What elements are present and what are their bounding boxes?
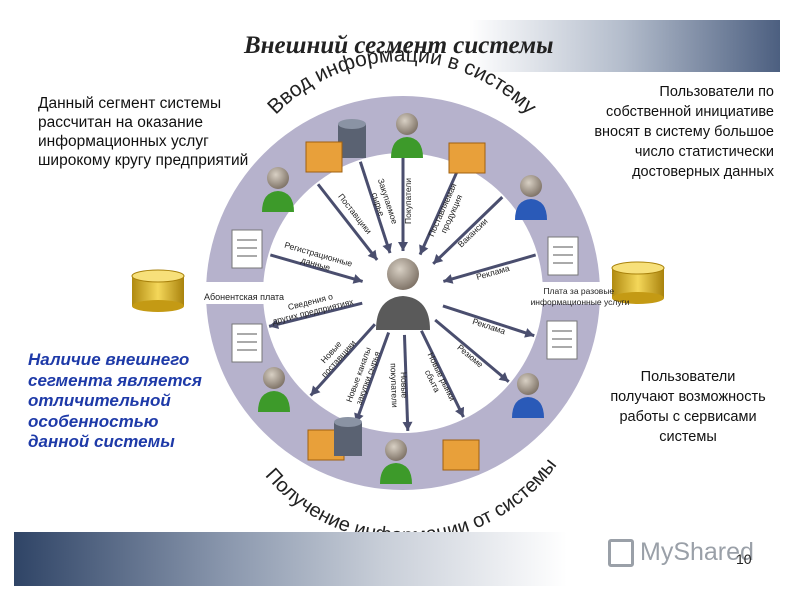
person-icon-bottom (380, 439, 412, 484)
arrow-line (432, 196, 504, 265)
arrow-head (367, 249, 378, 260)
barrel-icon-bottom-left (334, 417, 362, 456)
right-payment-line: информационные услуги (531, 297, 630, 307)
arrow-head (498, 372, 509, 382)
document-icon-lower-left (231, 323, 263, 363)
arrow-head (419, 244, 429, 255)
arrow-head (443, 274, 454, 284)
arrow-line (358, 161, 392, 254)
person-icon-lower-right (512, 373, 544, 418)
arrow-head (433, 253, 444, 264)
right-payment-line: Плата за разовые (543, 286, 614, 296)
left-description: Данный сегмент системы рассчитан на оказ… (38, 95, 249, 169)
arrow-head (524, 328, 535, 338)
box-icon-top-right (448, 142, 486, 174)
document-icon-upper-right (547, 236, 579, 276)
right-bottom-description: Пользователи получают возможность работы… (610, 369, 766, 445)
arrow-line (309, 323, 377, 397)
arrow-head (310, 385, 321, 396)
document-icon-lower-right (546, 320, 578, 360)
title-bar (215, 20, 780, 72)
right-payment-label: Плата за разовые информационные услуги (531, 286, 630, 307)
arrow-label: Новыепокупатели (388, 363, 410, 408)
icon-group (231, 113, 579, 484)
arrow-line (434, 318, 510, 383)
arrow-head (382, 242, 392, 254)
box-icon-bottom-right (442, 439, 480, 471)
left-payment-label: Абонентская плата (204, 292, 284, 302)
document-icon-upper-left (231, 229, 263, 269)
page-number: 10 (736, 551, 752, 567)
person-icon-upper-left (262, 167, 294, 212)
arrow-line (442, 304, 535, 338)
arrow-line (420, 330, 465, 418)
arrow-line (354, 331, 391, 424)
person-icon-lower-left (258, 367, 290, 412)
arrow-head (352, 274, 363, 284)
logo-text: MyShared (640, 538, 754, 566)
arrow-label-line: покупатели (388, 363, 400, 408)
arrow-line (442, 253, 537, 283)
barrel-icon-top-left (338, 119, 366, 158)
highlight-text: Наличие внешнего сегмента является отлич… (28, 350, 202, 451)
arrow-head (402, 421, 413, 431)
arrow-line (418, 166, 461, 256)
coin-stack-icon-right (611, 261, 665, 304)
person-icon-top (391, 113, 423, 158)
outer-ring (190, 96, 618, 490)
arrow-line (268, 301, 363, 328)
arrow-line (316, 183, 379, 261)
arrow-head (269, 319, 280, 330)
box-icon-top-left (305, 141, 343, 173)
center-person-icon (376, 258, 430, 330)
slide-title: Внешний сегмент системы (244, 32, 554, 59)
arrow-line (269, 253, 364, 283)
person-icon-upper-right (515, 175, 547, 220)
arrow-head (455, 406, 465, 418)
arrow-head (398, 242, 408, 251)
arrow-label: Покупатели (403, 178, 413, 224)
coin-stack-icon-left (131, 269, 185, 312)
myshared-logo: MyShared (608, 538, 754, 568)
right-description: Пользователи по собственной инициативе в… (594, 84, 774, 180)
footer-bar (14, 532, 782, 586)
logo-icon (608, 539, 634, 568)
arrow-label-line: Новые (399, 372, 410, 399)
arrow-line (402, 334, 410, 431)
arrow-label-line: Покупатели (403, 178, 413, 224)
